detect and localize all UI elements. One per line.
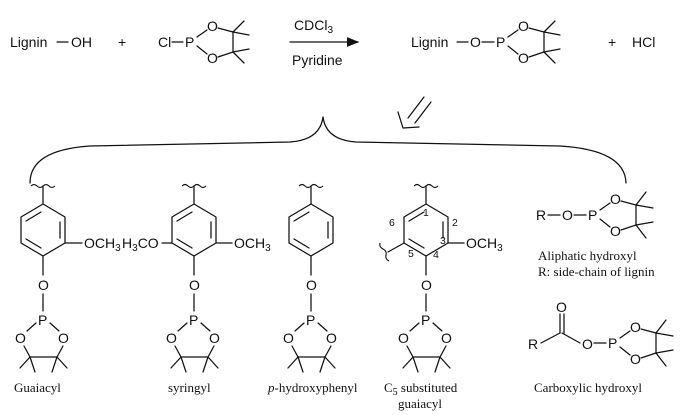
bond [528,27,545,33]
o-atom: O [630,319,641,335]
product-phosphitylated-lignin: Lignin O P O O [411,18,561,66]
lignin-label: Lignin [10,34,47,50]
structure-label-line2: guaiacyl [398,396,442,411]
lignin-label: Lignin [411,34,448,50]
aliphatic-title: Aliphatic hydroxyl [538,248,637,263]
methyl [232,31,250,36]
o-atom: O [398,330,409,346]
wavy-bond [379,242,390,262]
p-atom: P [38,312,47,328]
structure-carboxylic-hydroxyl: R O O P O O Carboxylic hydroxyl [528,299,674,395]
reagent-tmdp: Cl P O O [158,18,250,66]
bond [528,51,545,58]
bond [507,29,519,38]
o-atom: O [610,223,621,239]
p-atom: P [421,312,430,328]
structure-syringyl: OCH3 H3CO O P O O syringyl [122,183,271,395]
plus-sign: + [118,34,126,50]
benzene-ring [20,203,66,257]
o-atom: O [582,336,593,352]
structure-label: p-hydroxyphenyl [267,380,358,395]
och3-label: OCH3 [234,235,271,254]
structure-label: syringyl [168,380,211,395]
r-label: R [528,336,538,352]
carboxylic-title: Carboxylic hydroxyl [534,380,642,395]
bond [217,27,234,33]
o-atom: O [166,330,177,346]
och3-label: OCH3 [84,235,121,254]
o-atom: O [441,330,452,346]
reactant-lignin-oh: Lignin OH [10,34,92,50]
p-atom: P [189,312,198,328]
methyl [543,20,556,33]
curly-brace [29,116,627,184]
methyl [232,20,245,33]
r-label: R [536,207,546,223]
bond [196,29,208,38]
oh-label: OH [71,34,92,50]
benzene-ring [171,203,217,257]
p-atom: P [496,34,505,50]
o-atom: O [283,330,294,346]
conditions-bottom: Pyridine [292,52,343,68]
p-atom: P [608,335,617,351]
methyl [543,51,556,64]
plus-sign: + [608,34,616,50]
methyl [543,48,561,53]
conditions-top: CDCl3 [294,17,333,36]
hcl-label: HCl [632,34,655,50]
ring-number: 6 [389,217,395,229]
aliphatic-note: R: side-chain of lignin [538,264,655,279]
o-atom: O [326,330,337,346]
o-atom: O [207,18,218,34]
o-atom: O [610,191,621,207]
o-atom: O [518,18,529,34]
ring-number: 2 [452,217,458,229]
methyl [543,31,561,36]
p-atom: P [306,312,315,328]
o-atom: O [38,277,49,293]
o-atom: O [518,50,529,66]
bond [196,45,208,55]
o-atom: O [421,277,432,293]
h3co-label: H3CO [122,235,159,254]
structure-guaiacyl: OCH3 O P O O Guaiacyl [14,183,121,395]
double-arrow-icon [397,96,432,129]
ring-number: 5 [408,248,414,260]
bond [217,51,234,58]
o-atom: O [58,330,69,346]
methyl [232,48,250,53]
ring-number: 1 [423,207,429,219]
och3-label: OCH3 [466,235,503,254]
methyl [232,51,245,64]
ring-number: 4 [433,249,439,261]
o-atom: O [207,50,218,66]
o-atom: O [209,330,220,346]
structure-p-hydroxyphenyl: O P O O p-hydroxyphenyl [267,183,358,395]
o-atom: O [306,277,317,293]
bond [507,45,519,55]
reaction-arrow-group: CDCl3 Pyridine [289,17,360,68]
p-atom: P [588,207,597,223]
o-atom: O [556,299,567,315]
structure-label: C5 substituted [384,380,458,398]
cl-label: Cl [158,34,171,50]
structure-aliphatic-hydroxyl: R O P O O Aliphatic hydroxyl R: side-cha… [536,191,655,279]
ring-number: 3 [440,235,446,247]
o-atom: O [15,330,26,346]
structure-label: Guaiacyl [14,380,61,395]
p-atom: P [185,34,194,50]
o-atom: O [189,277,200,293]
o-atom: O [470,34,481,50]
o-atom: O [562,207,573,223]
benzene-ring [288,203,334,257]
structure-c5-substituted-guaiacyl: 1 2 3 4 5 6 OCH3 O P O O C5 substituted … [379,183,503,411]
o-atom: O [630,351,641,367]
